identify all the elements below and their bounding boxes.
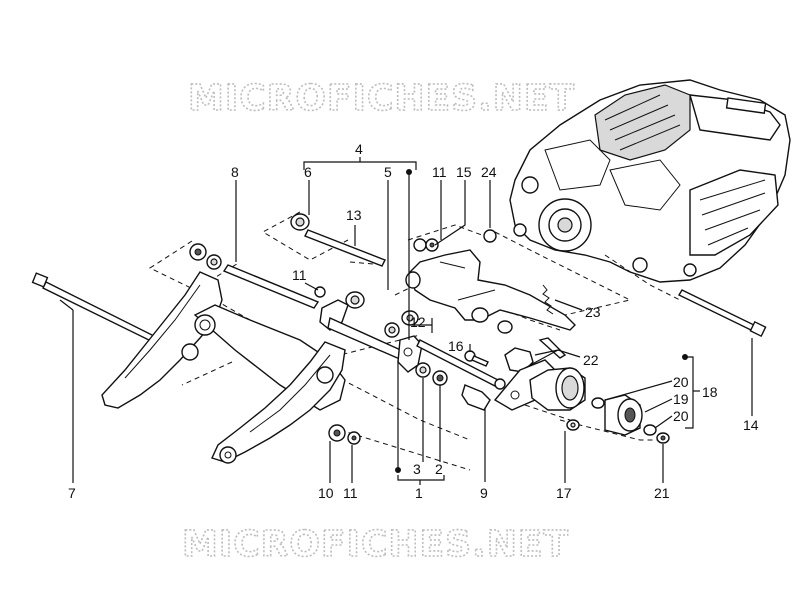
callout-15: 15	[456, 164, 472, 180]
bolt-14	[678, 289, 767, 338]
callout-24: 24	[481, 164, 497, 180]
nut-21	[656, 432, 670, 444]
long-bolt-7	[31, 272, 159, 344]
callout-6: 6	[304, 164, 312, 180]
spring-23	[542, 284, 554, 315]
callout-13: 13	[346, 207, 362, 223]
callout-20-lower: 20	[673, 408, 689, 424]
nut-11-middle	[314, 286, 326, 298]
callout-19: 19	[673, 391, 689, 407]
bushing-6	[290, 213, 310, 231]
bolt-16	[464, 350, 489, 367]
callout-dot-1	[395, 467, 401, 473]
spacer-20b	[643, 424, 657, 436]
callout-7: 7	[68, 485, 76, 501]
bushing-10-upper	[189, 243, 207, 261]
left-stand-bracket	[101, 271, 346, 464]
callout-14: 14	[743, 417, 759, 433]
engine-mount-link	[405, 249, 576, 334]
callout-8: 8	[231, 164, 239, 180]
washer-5	[345, 291, 365, 309]
nut-11-lower	[347, 431, 361, 445]
callout-4: 4	[355, 141, 363, 157]
collar-24	[483, 229, 497, 243]
callout-10: 10	[318, 485, 334, 501]
watermark-bottom: MICROFICHES.NET	[182, 524, 569, 565]
callout-5: 5	[384, 164, 392, 180]
nut-11-top	[413, 238, 427, 252]
callout-2: 2	[435, 461, 443, 477]
callout-dot-4	[406, 169, 412, 175]
damper-housing	[529, 367, 586, 411]
callout-9: 9	[480, 485, 488, 501]
nut-11-upper	[206, 254, 222, 270]
callout-18: 18	[702, 384, 718, 400]
callout-11-middle: 11	[292, 267, 307, 283]
callout-22: 22	[583, 352, 599, 368]
callout-11-lower: 11	[343, 485, 358, 501]
callout-11-top: 11	[432, 164, 447, 180]
callout-16: 16	[448, 338, 464, 354]
washer-15	[425, 238, 439, 252]
leader-lines	[59, 157, 753, 485]
callout-23: 23	[585, 304, 601, 320]
bushing-3	[415, 362, 431, 378]
callout-labels: 4 6 5 8 13 11 15 24 11 23 12 16 22 20 18…	[68, 141, 759, 501]
bolt-12	[416, 339, 506, 390]
washer-12	[384, 322, 400, 338]
rod-8	[222, 264, 320, 309]
callout-20-upper: 20	[673, 374, 689, 390]
spacer-20a	[591, 397, 605, 409]
pin-9	[461, 384, 491, 411]
callout-3: 3	[413, 461, 421, 477]
callout-1: 1	[415, 485, 423, 501]
engine-assembly	[509, 79, 791, 283]
watermark-top: MICROFICHES.NET	[188, 78, 575, 119]
callout-12: 12	[410, 314, 426, 330]
roller-19	[604, 394, 643, 436]
swing-arm-1	[319, 299, 423, 373]
callout-dot-18	[682, 354, 688, 360]
callout-17: 17	[556, 485, 572, 501]
callout-21: 21	[654, 485, 670, 501]
washer-10-lower	[328, 424, 346, 442]
sleeve-13	[304, 229, 386, 267]
nut-17	[566, 419, 580, 431]
washer-2	[432, 370, 448, 386]
